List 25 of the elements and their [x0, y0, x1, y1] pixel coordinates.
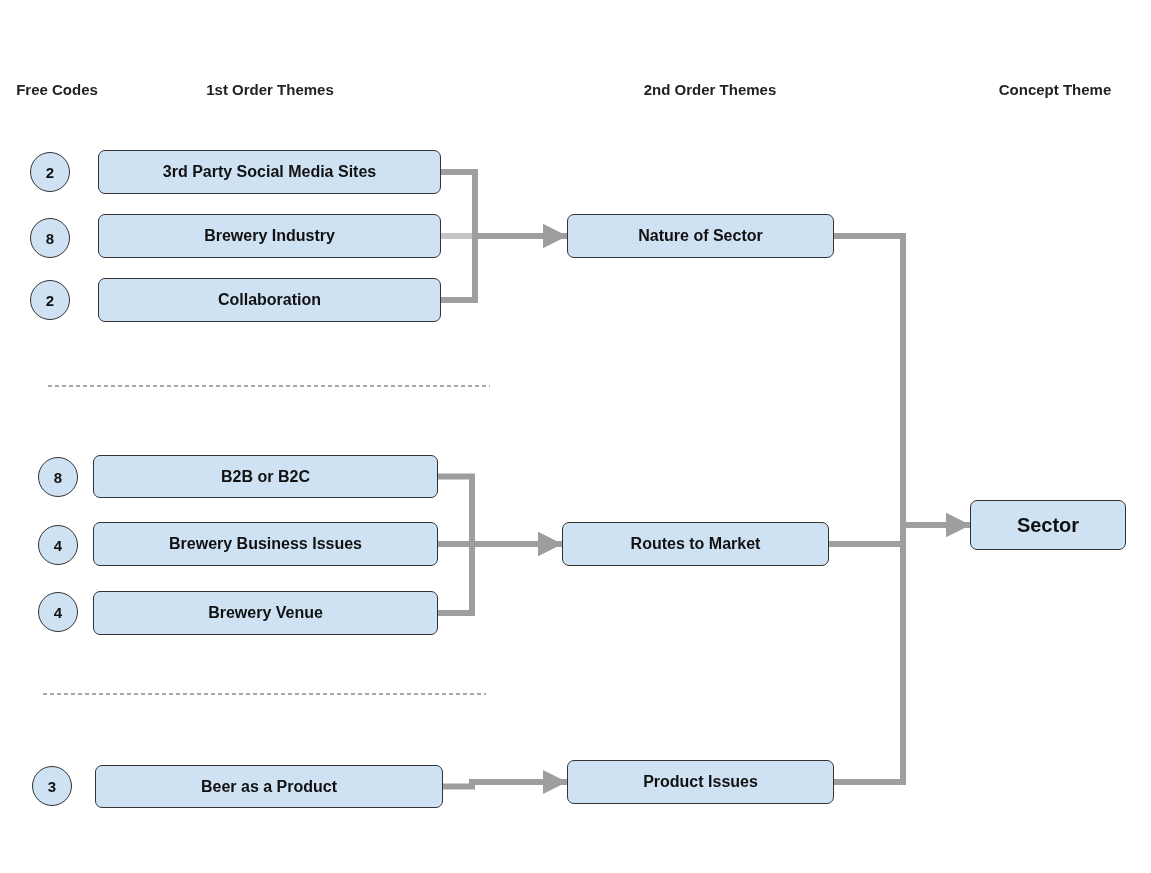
arrow: [438, 532, 562, 616]
theme-box: Beer as a Product: [95, 765, 443, 808]
code-count-circle: 4: [38, 592, 78, 632]
theme-box: Brewery Venue: [93, 591, 438, 635]
code-count-circle: 8: [30, 218, 70, 258]
code-count-circle: 4: [38, 525, 78, 565]
arrow: [441, 224, 567, 303]
theme-box: Collaboration: [98, 278, 441, 322]
theme-box: Brewery Industry: [98, 214, 441, 258]
code-count-circle: 3: [32, 766, 72, 806]
theme-box: Brewery Business Issues: [93, 522, 438, 566]
code-count-circle: 2: [30, 152, 70, 192]
code-count-circle: 2: [30, 280, 70, 320]
code-count-circle: 8: [38, 457, 78, 497]
theme-box: Routes to Market: [562, 522, 829, 566]
theme-box: Sector: [970, 500, 1126, 550]
theme-box: 3rd Party Social Media Sites: [98, 150, 441, 194]
column-header: 2nd Order Themes: [642, 80, 778, 99]
column-header: 1st Order Themes: [205, 80, 335, 99]
column-header: Free Codes: [15, 80, 99, 99]
theme-box: Nature of Sector: [567, 214, 834, 258]
arrow: [443, 770, 567, 794]
column-header: Concept Theme: [997, 80, 1113, 99]
theme-box: Product Issues: [567, 760, 834, 804]
theme-box: B2B or B2C: [93, 455, 438, 498]
